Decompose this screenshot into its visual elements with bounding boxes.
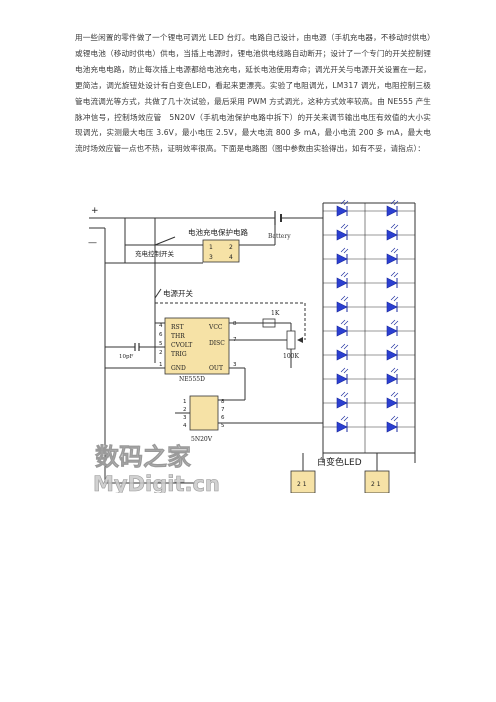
ic-num-5: 5 (159, 341, 163, 347)
minus-terminal-label: — (88, 238, 97, 248)
ic-pin-vcc: VCC (208, 324, 223, 331)
resistor-1k-label: 1K (271, 310, 280, 317)
article-paragraph: 用一些闲置的零件做了一个锂电可调光 LED 台灯。电路自己设计，由电源（手机充电… (75, 30, 431, 157)
led-icon (336, 295, 349, 313)
led-icon (386, 271, 399, 289)
mosfet-chip (189, 395, 219, 431)
led-icon (336, 391, 349, 409)
chip-pin1: 1 (209, 244, 213, 251)
ne555-chip (164, 317, 230, 375)
led-icon (386, 199, 399, 217)
circuit-schematic: + — Battery 电池充电保护电路 1 2 3 4 充电控制开关 电源开关… (88, 199, 416, 493)
ic-pin-out: OUT (209, 365, 223, 372)
ic-pin-disc: DISC (209, 340, 225, 347)
plus-terminal-label: + (91, 206, 99, 216)
led-icon (386, 247, 399, 265)
led-icon (336, 271, 349, 289)
led-icon (386, 343, 399, 361)
mos-pin-7: 7 (221, 407, 225, 413)
led-label: 白变色LED (317, 456, 362, 468)
mos-pin-4: 4 (183, 423, 187, 429)
charge-switch-arm (154, 236, 176, 246)
led-icon (386, 295, 399, 313)
mos-pin-3: 3 (183, 415, 187, 421)
battery-protect-chip (202, 239, 240, 263)
power-switch-label: 电源开关 (163, 288, 193, 298)
mosfet-name: 5N20V (191, 436, 213, 443)
mos-pin-6: 6 (221, 415, 225, 421)
mos-pin-5: 5 (221, 423, 225, 429)
led-icon (386, 367, 399, 385)
resistor-1k (262, 318, 276, 328)
ic-pin-cvolt: CVOLT (171, 342, 192, 349)
power-switch-arm (154, 288, 162, 299)
potentiometer (286, 330, 296, 350)
led-icon (336, 415, 349, 433)
ic-num-3: 3 (233, 362, 237, 368)
cap-label: 10pF (119, 354, 134, 360)
led-icon (386, 391, 399, 409)
led-icon (336, 247, 349, 265)
led-icon (336, 199, 349, 217)
watermark-cn: 数码之家 (95, 443, 191, 471)
chip-pin2: 2 (229, 244, 233, 251)
led-connector-left-label: 2 1 (297, 481, 307, 488)
ic-num-4: 4 (159, 323, 163, 329)
ic-num-6: 6 (159, 332, 163, 338)
mos-pin-2: 2 (183, 407, 187, 413)
led-array (323, 199, 415, 453)
led-icon (386, 415, 399, 433)
chip-pin4: 4 (229, 254, 233, 261)
led-icon (336, 343, 349, 361)
ic-pin-gnd: GND (171, 365, 186, 372)
ic-pin-thr: THR (171, 333, 185, 340)
ic-pin-trig: TRIG (171, 351, 187, 358)
mos-pin-1: 1 (183, 399, 187, 405)
battery-label: Battery (268, 233, 291, 240)
led-connector-right-label: 2 1 (371, 481, 381, 488)
ic-num-2: 2 (159, 350, 163, 356)
led-icon (386, 223, 399, 241)
ic-pin-rst: RST (171, 324, 184, 331)
watermark-en: MyDigit.cn (93, 472, 220, 493)
pot-wiper-icon (297, 337, 303, 343)
chip-pin3: 3 (209, 254, 213, 261)
ic-num-1: 1 (159, 362, 163, 368)
led-icon (336, 223, 349, 241)
ne555-name: NE555D (179, 376, 205, 383)
led-icon (336, 367, 349, 385)
led-icon (386, 319, 399, 337)
led-icon (336, 319, 349, 337)
battery-protect-label: 电池充电保护电路 (188, 227, 248, 237)
ic-num-8: 8 (233, 321, 237, 327)
article-text: 用一些闲置的零件做了一个锂电可调光 LED 台灯。电路自己设计，由电源（手机充电… (75, 33, 431, 154)
mos-pin-8: 8 (221, 399, 225, 405)
